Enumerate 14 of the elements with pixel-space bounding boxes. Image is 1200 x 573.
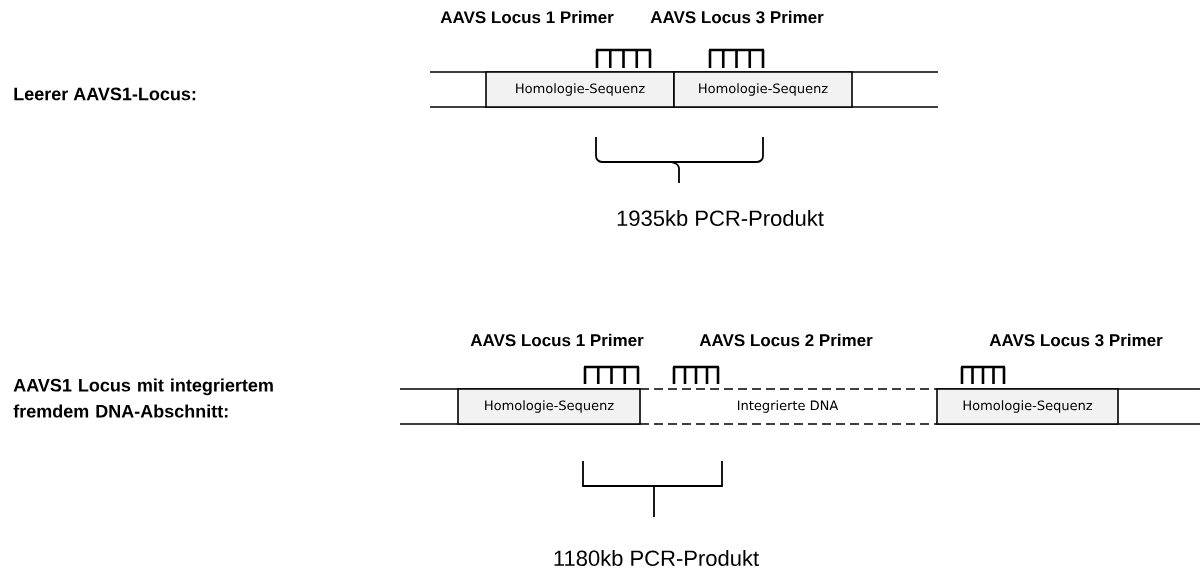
- primer-label: AAVS Locus 3 Primer: [989, 333, 1163, 347]
- pcr-product-label: 1935kb PCR-Produkt: [617, 209, 824, 227]
- row-title: Leerer AAVS1-Locus:: [14, 87, 196, 101]
- homology-sequence-box: Homologie-Sequenz: [936, 388, 1119, 425]
- primer-label: AAVS Locus 1 Primer: [440, 10, 614, 24]
- row-title: AAVS1 Locus mit integriertem fremdem DNA-Abschnitt:: [13, 378, 273, 418]
- pcr-product-label: 1180kb PCR-Produkt: [554, 549, 759, 567]
- integrated-dna-segment: Integrierte DNA: [639, 388, 936, 425]
- homology-sequence-box: Homologie-Sequenz: [485, 71, 675, 108]
- primer-label: AAVS Locus 3 Primer: [650, 10, 824, 24]
- homology-sequence-box: Homologie-Sequenz: [673, 71, 853, 108]
- homology-sequence-box: Homologie-Sequenz: [457, 388, 641, 425]
- primer-label: AAVS Locus 1 Primer: [470, 333, 644, 347]
- primer-label: AAVS Locus 2 Primer: [699, 333, 873, 347]
